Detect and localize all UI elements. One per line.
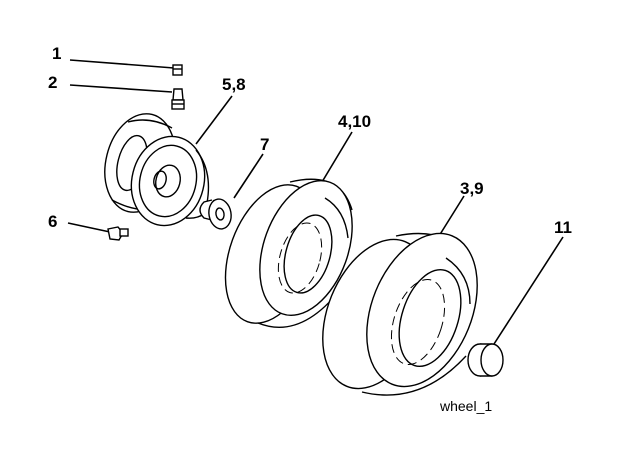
leader-line-2 [69,84,173,93]
leader-line-4-10 [321,131,353,183]
wheel-cap-part [467,343,504,377]
bushing-part [199,198,232,230]
callout-11: 11 [554,218,572,237]
rim-part [104,113,215,227]
leader-line-11 [493,236,564,345]
front-tire-part [224,178,353,328]
callout-7: 7 [260,135,270,154]
rear-tire-part [322,232,478,396]
bolt-part [107,226,129,241]
valve-cap-part [172,64,183,76]
leader-lines [67,59,564,345]
leader-line-6 [67,222,111,233]
callout-4-10: 4,10 [338,112,372,131]
callout-6: 6 [48,212,58,231]
callout-2: 2 [48,73,58,92]
valve-stem-part [171,88,185,110]
callout-3-9: 3,9 [460,179,484,198]
figure-caption: wheel_1 [440,398,493,414]
leader-line-1 [69,59,175,69]
callout-1: 1 [52,44,62,63]
leader-line-7 [233,153,264,199]
leader-line-5-8 [195,95,233,145]
callout-5-8: 5,8 [222,75,246,94]
